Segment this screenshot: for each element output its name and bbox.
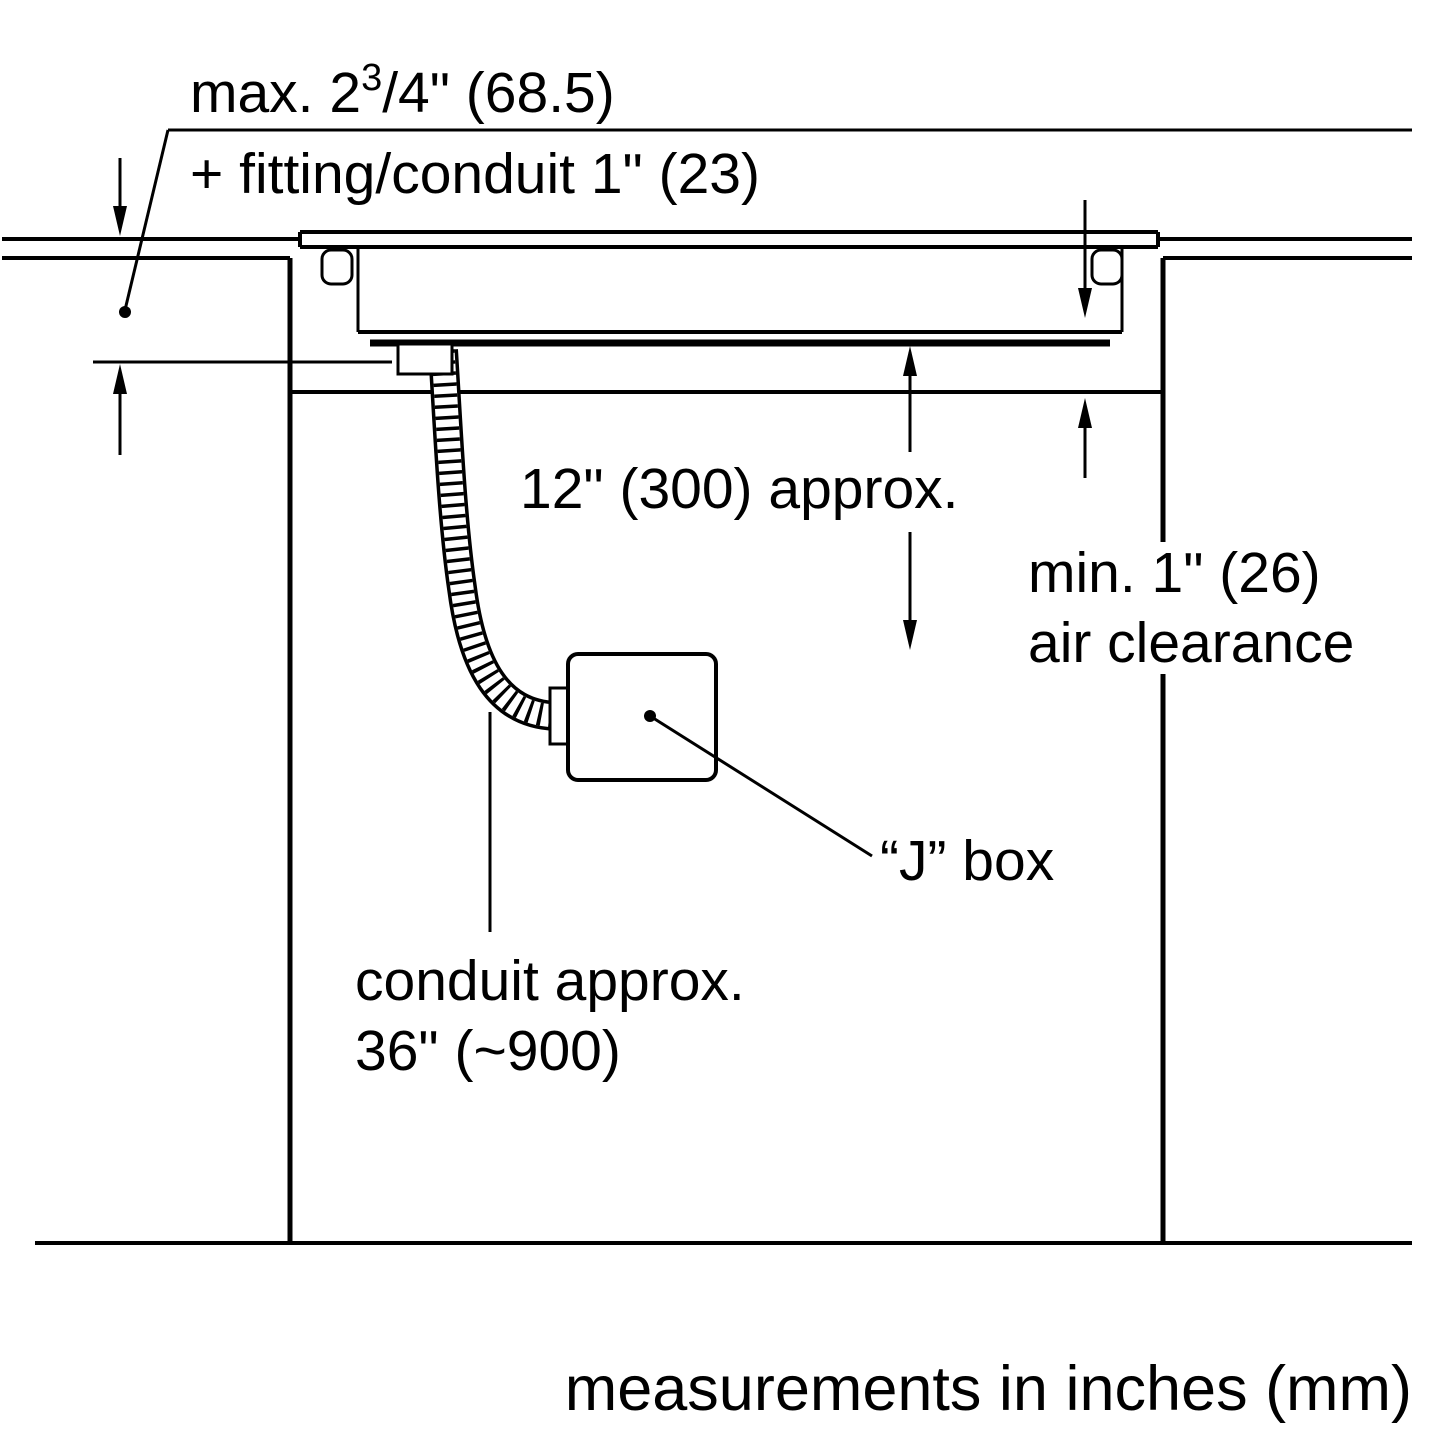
label-fitting-conduit: + fitting/conduit 1" (23) (190, 142, 760, 206)
cooktop-connection-box (396, 342, 454, 376)
dim-air-clearance (1078, 200, 1092, 478)
cooktop-profile (298, 230, 1160, 347)
conduit (428, 349, 558, 731)
dim-leader-dot (119, 306, 131, 318)
label-jbox: “J” box (880, 829, 1054, 893)
label-footer: measurements in inches (mm) (565, 1354, 1412, 1424)
label-12-inch: 12" (300) approx. (520, 457, 959, 521)
junction-box (548, 652, 873, 858)
label-max-depth-sup: 3 (361, 57, 382, 99)
up-arrowhead-icon (903, 346, 917, 376)
down-arrowhead-icon (903, 620, 917, 650)
countertop-right (1156, 237, 1412, 260)
dim-max-depth (93, 128, 1412, 455)
cooktop-right-clamp (1090, 248, 1124, 286)
jbox-leader-line (649, 714, 873, 858)
dim-diagonal-leader (123, 129, 170, 311)
label-max-depth: max. 23/4" (68.5) (190, 57, 615, 125)
down-arrowhead-icon (113, 206, 127, 236)
cooktop-left-clamp (320, 248, 354, 286)
up-arrowhead-icon (1078, 398, 1092, 428)
jbox-body (566, 652, 718, 782)
conduit-core (431, 349, 557, 728)
countertop-left (2, 237, 302, 260)
dim-12-inch (903, 346, 917, 650)
label-air-clearance-2: air clearance (1028, 611, 1354, 675)
cabinet (287, 258, 1166, 1241)
down-arrowhead-icon (1078, 288, 1092, 318)
label-max-depth-post: /4" (68.5) (382, 61, 615, 125)
label-conduit-1: conduit approx. (355, 949, 745, 1013)
up-arrowhead-icon (113, 364, 127, 394)
label-max-depth-pre: max. 2 (190, 61, 361, 125)
label-conduit-2: 36" (~900) (355, 1019, 621, 1083)
label-air-clearance-1: min. 1" (26) (1028, 541, 1321, 605)
